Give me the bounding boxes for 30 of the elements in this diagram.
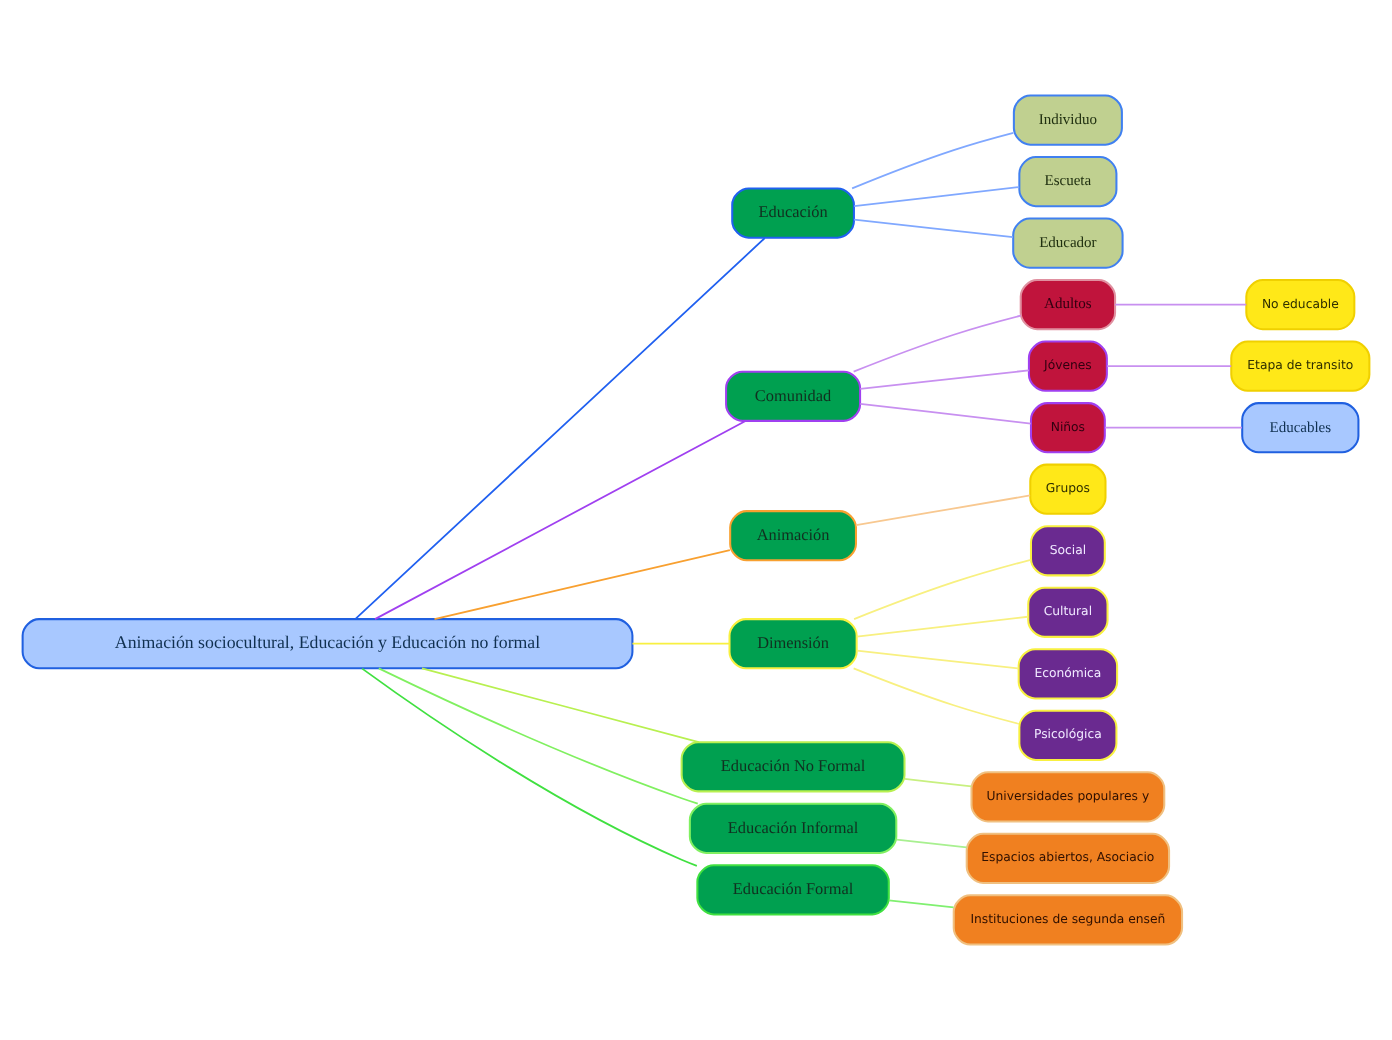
node-box: Animación sociocultural, Educación y Educación no formal	[21, 618, 634, 670]
connector	[354, 237, 766, 620]
connector	[895, 838, 968, 849]
connector	[433, 549, 731, 620]
connector	[1104, 426, 1243, 429]
connector	[853, 558, 1032, 620]
node-box: Escueta	[1018, 155, 1118, 208]
connector	[852, 314, 1022, 373]
node-box: Educador	[1012, 217, 1124, 269]
node-box: Individuo	[1012, 94, 1123, 146]
connector	[859, 403, 1032, 425]
connector	[421, 667, 700, 743]
connector	[851, 132, 1015, 190]
node-box: Educables	[1241, 402, 1360, 454]
connector	[1114, 303, 1248, 306]
connector	[855, 494, 1031, 527]
connector	[855, 649, 1020, 670]
connector	[631, 642, 731, 645]
connector	[859, 369, 1030, 390]
connector	[361, 667, 698, 867]
node-box: Adultos	[1019, 279, 1117, 331]
connector	[855, 615, 1029, 638]
connector	[374, 420, 747, 620]
connector	[852, 667, 1020, 725]
connector	[903, 778, 973, 788]
connector	[853, 218, 1014, 239]
connector	[1106, 365, 1233, 368]
connector	[377, 667, 699, 805]
connector	[853, 186, 1021, 208]
connector	[887, 899, 955, 909]
